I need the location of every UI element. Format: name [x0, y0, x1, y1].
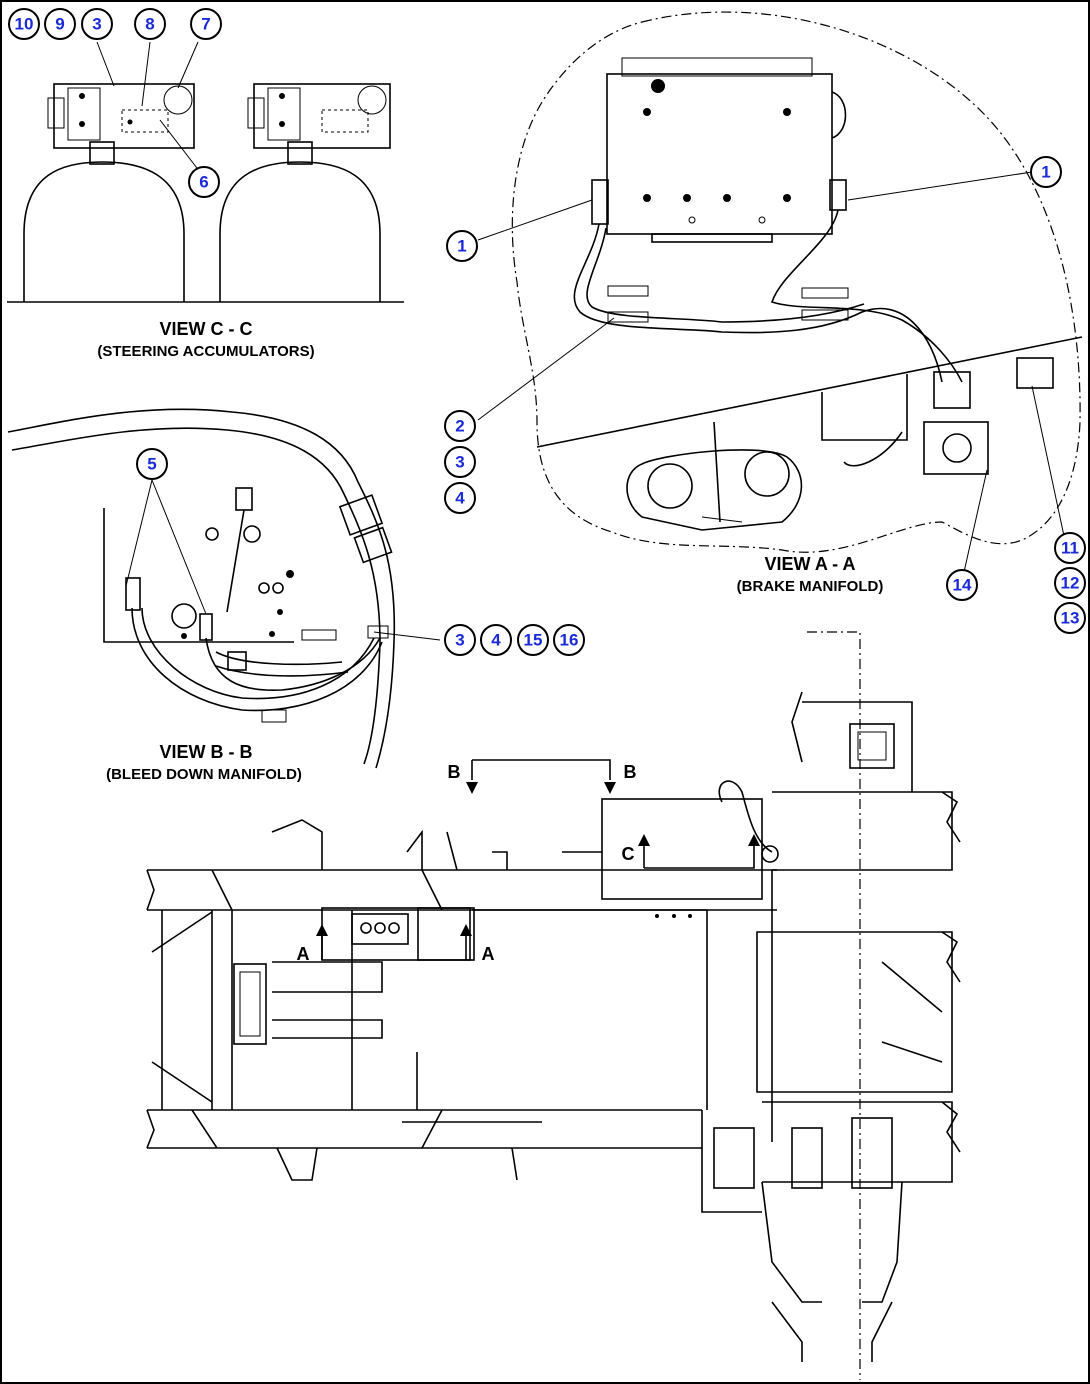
- section-b-right: B: [624, 762, 637, 782]
- view-b-title: VIEW B - B: [160, 742, 253, 762]
- svg-text:3: 3: [455, 453, 464, 472]
- callout-3-view-a: 3: [444, 446, 476, 478]
- section-b-left: B: [448, 762, 461, 782]
- view-a-title: VIEW A - A: [765, 554, 856, 574]
- callout-4-view-a: 4: [444, 482, 476, 514]
- callout-15: 15: [517, 624, 549, 656]
- callout-14: 14: [946, 569, 978, 601]
- chassis-frame-drawing: [146, 631, 961, 1380]
- view-b-subtitle: (BLEED DOWN MANIFOLD): [106, 766, 302, 783]
- callout-3-view-b: 3: [444, 624, 476, 656]
- svg-text:9: 9: [55, 15, 64, 34]
- bleed-down-manifold-drawing: [7, 408, 441, 769]
- svg-text:4: 4: [491, 631, 501, 650]
- svg-text:5: 5: [147, 455, 156, 474]
- callout-11: 11: [1054, 532, 1086, 564]
- callout-1-left: 1: [446, 230, 478, 262]
- callout-12: 12: [1054, 567, 1086, 599]
- callout-5: 5: [136, 448, 168, 480]
- callout-8: 8: [134, 8, 166, 40]
- svg-text:6: 6: [199, 173, 208, 192]
- view-a-subtitle: (BRAKE MANIFOLD): [737, 578, 884, 595]
- callout-10: 10: [8, 8, 40, 40]
- callout-4-view-b: 4: [480, 624, 512, 656]
- section-c: C: [622, 844, 635, 864]
- callout-13: 13: [1054, 602, 1086, 634]
- svg-text:16: 16: [560, 631, 579, 650]
- view-c-title: VIEW C - C: [160, 319, 253, 339]
- brake-manifold-drawing: [477, 11, 1083, 573]
- svg-text:13: 13: [1061, 609, 1080, 628]
- svg-text:3: 3: [455, 631, 464, 650]
- section-a-left: A: [297, 944, 310, 964]
- section-a-right: A: [482, 944, 495, 964]
- svg-text:10: 10: [15, 15, 34, 34]
- svg-text:15: 15: [524, 631, 543, 650]
- callout-16: 16: [553, 624, 585, 656]
- svg-text:7: 7: [201, 15, 210, 34]
- svg-text:12: 12: [1061, 574, 1080, 593]
- svg-text:11: 11: [1061, 539, 1079, 558]
- callout-2: 2: [444, 410, 476, 442]
- callout-9: 9: [44, 8, 76, 40]
- svg-text:4: 4: [455, 489, 465, 508]
- view-c-subtitle: (STEERING ACCUMULATORS): [97, 343, 314, 360]
- callout-1-right: 1: [1030, 156, 1062, 188]
- callout-6: 6: [188, 166, 220, 198]
- svg-text:14: 14: [953, 576, 972, 595]
- svg-text:1: 1: [1041, 163, 1050, 182]
- svg-text:3: 3: [92, 15, 101, 34]
- steering-accumulators-drawing: [7, 41, 404, 303]
- callout-3-view-c: 3: [81, 8, 113, 40]
- callout-7: 7: [190, 8, 222, 40]
- svg-text:2: 2: [455, 417, 464, 436]
- svg-text:8: 8: [145, 15, 154, 34]
- svg-text:1: 1: [457, 237, 466, 256]
